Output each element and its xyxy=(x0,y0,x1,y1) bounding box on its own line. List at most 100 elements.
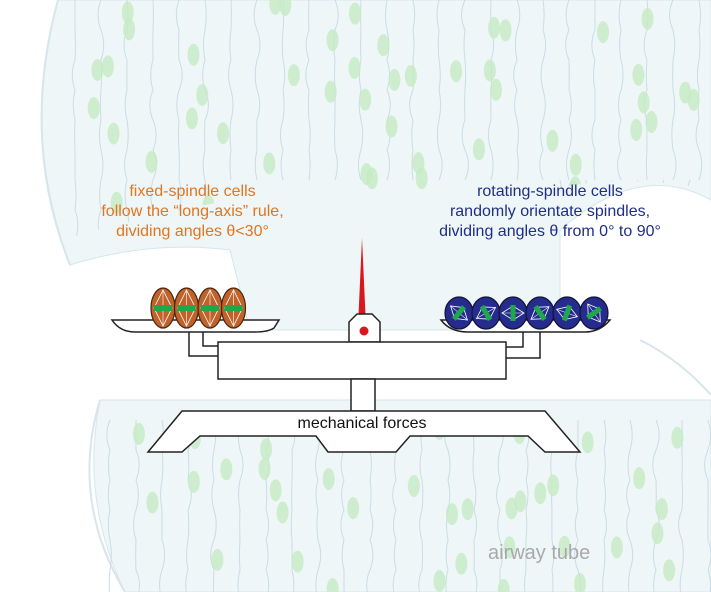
cell-border xyxy=(513,0,521,181)
tube-upper-wall xyxy=(41,0,711,331)
nucleus xyxy=(276,501,289,524)
fixed-spindle-label: fixed-spindle cells follow the “long-axi… xyxy=(60,182,325,242)
cell-border xyxy=(74,179,79,241)
cell-border xyxy=(228,0,234,181)
nucleus xyxy=(132,422,145,445)
cell-border xyxy=(617,0,624,181)
nucleus xyxy=(679,81,692,104)
cell-border xyxy=(436,0,443,181)
nucleus xyxy=(645,111,658,134)
rotating-spindle-cells xyxy=(444,296,609,330)
rotating-cell xyxy=(579,296,609,330)
nucleus xyxy=(483,59,496,82)
nucleus xyxy=(359,88,372,111)
nucleus xyxy=(187,470,200,493)
nucleus xyxy=(348,56,361,79)
nucleus xyxy=(260,438,273,461)
nucleus xyxy=(110,191,123,214)
spindle xyxy=(450,305,468,321)
nucleus xyxy=(326,578,339,592)
nucleus xyxy=(146,491,159,514)
nucleus xyxy=(324,80,337,103)
cell-border xyxy=(704,419,711,592)
cell-border xyxy=(290,419,296,592)
nucleus xyxy=(641,7,654,30)
rotating-cell xyxy=(471,296,501,330)
nucleus xyxy=(220,458,233,481)
cell-border xyxy=(695,0,703,181)
nucleus xyxy=(671,426,684,449)
cell-border xyxy=(175,0,183,181)
nucleus xyxy=(497,578,510,592)
fixed-label-line-1: fixed-spindle cells xyxy=(129,183,256,200)
nucleus xyxy=(415,167,428,190)
balance-stand xyxy=(350,378,376,412)
cell-border xyxy=(461,0,469,181)
fixed-cell xyxy=(150,287,176,329)
nucleus xyxy=(632,63,645,86)
nucleus xyxy=(269,479,282,502)
nucleus xyxy=(488,16,501,39)
nucleus xyxy=(490,78,503,101)
nucleus xyxy=(569,153,582,176)
nucleus xyxy=(558,535,571,558)
fixed-spindle-cells xyxy=(150,287,247,329)
nucleus xyxy=(407,474,420,497)
right-pan-support xyxy=(506,332,541,359)
nucleus xyxy=(404,64,417,87)
nucleus xyxy=(279,0,292,16)
nucleus xyxy=(503,536,516,559)
rotating-cell xyxy=(525,296,555,330)
nucleus xyxy=(385,115,398,138)
spindle xyxy=(177,305,196,311)
spindle xyxy=(501,305,525,321)
nucleus xyxy=(645,246,658,269)
balance-base xyxy=(146,410,582,453)
nucleus xyxy=(291,550,304,573)
nucleus xyxy=(377,34,390,57)
nucleus xyxy=(263,152,276,175)
cell-border xyxy=(305,0,311,181)
fixed-label-line-3: dividing angles θ<30° xyxy=(116,223,269,240)
nucleus xyxy=(217,122,230,145)
nucleus xyxy=(388,68,401,91)
nucleus xyxy=(145,150,158,173)
rotating-cell xyxy=(498,296,528,330)
nucleus xyxy=(610,536,623,559)
nucleus xyxy=(211,548,224,571)
nucleus xyxy=(287,64,300,87)
nucleus xyxy=(499,19,512,42)
nucleus xyxy=(663,559,676,582)
rotating-label-line-1: rotating-spindle cells xyxy=(477,183,623,200)
nucleus xyxy=(365,167,378,190)
fixed-cell xyxy=(197,287,223,329)
nucleus xyxy=(349,2,362,25)
nucleus xyxy=(196,83,209,106)
cell-border xyxy=(669,0,677,181)
fixed-cell xyxy=(173,287,200,329)
left-pan-support xyxy=(188,332,218,357)
cell-border xyxy=(539,0,547,181)
nucleus xyxy=(433,569,446,592)
nucleus xyxy=(472,138,485,161)
mechanical-forces-label: mechanical forces xyxy=(297,415,427,432)
nucleus xyxy=(121,1,134,24)
nucleus xyxy=(547,474,560,497)
fixed-label-line-2: follow the “long-axis” rule, xyxy=(101,203,284,220)
nucleus xyxy=(461,498,474,521)
cell-border xyxy=(253,0,261,181)
tube-outline-left xyxy=(40,0,71,266)
nucleus xyxy=(91,59,104,82)
nucleus xyxy=(322,468,335,491)
nucleus xyxy=(258,457,271,480)
nucleus xyxy=(505,497,518,520)
nucleus xyxy=(107,122,120,145)
cell-border xyxy=(279,0,286,181)
nucleus xyxy=(655,498,668,521)
spindle xyxy=(224,305,243,311)
cell-border xyxy=(524,419,530,592)
cell-border xyxy=(591,0,596,181)
cell-border xyxy=(496,419,504,592)
balance-needle xyxy=(358,238,366,326)
